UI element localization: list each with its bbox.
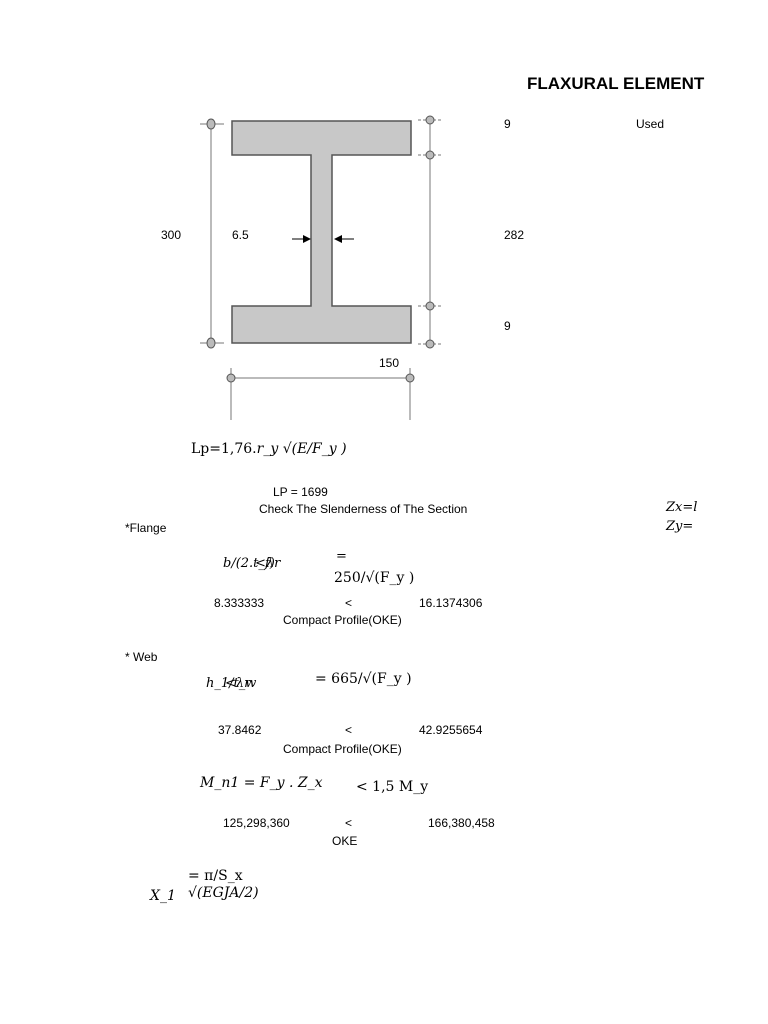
flange-label: *Flange	[125, 521, 167, 535]
web-label: * Web	[125, 650, 158, 664]
flange-ratio-formula: b/(2.t_f)	[223, 556, 275, 571]
page-title: FLAXURAL ELEMENT	[527, 74, 705, 93]
right-dimension-line	[418, 115, 442, 349]
flange-lambda-overlay: <λr	[255, 556, 281, 571]
moment-limit-formula: < 1,5 M_y	[356, 779, 429, 795]
flange-equals-sign: =	[336, 549, 347, 564]
web-lambda-overlay: <λr	[225, 676, 251, 691]
x1-formula-top: = π/S_x	[188, 868, 243, 884]
web-limit-value: 42.9255654	[419, 723, 483, 737]
lp-formula: Lp=1,76.r_y √(E/F_y )	[191, 441, 347, 457]
x1-label: X_1	[150, 888, 176, 904]
web-thickness-label: 6.5	[232, 228, 249, 242]
web-thickness-arrows	[292, 235, 354, 243]
web-compare-op: <	[345, 723, 353, 737]
web-ratio-formula: h_1/t_w	[206, 676, 257, 691]
zx-formula: Zx=l	[666, 500, 698, 515]
lp-value: LP = 1699	[273, 485, 328, 499]
flange-result: Compact Profile(OKE)	[283, 613, 402, 627]
flange-top-thickness-label: 9	[504, 117, 511, 131]
zy-formula: Zy=	[666, 519, 694, 534]
i-beam-section-diagram	[200, 115, 442, 420]
slenderness-heading: Check The Slenderness of The Section	[259, 502, 468, 516]
flange-ratio-value: 8.333333	[214, 596, 265, 610]
lp-formula-lhs: Lp=1,76.	[191, 441, 257, 457]
status-used-label: Used	[636, 117, 665, 131]
moment-formula: M_n1 = F_y . Z_x	[200, 775, 323, 791]
moment-value: 125,298,360	[223, 816, 290, 830]
x1-formula-bottom: √(EGJA/2)	[188, 885, 259, 901]
flange-bottom-thickness-label: 9	[504, 319, 511, 333]
flange-width-dimension-line	[226, 368, 415, 420]
total-height-label: 300	[161, 228, 182, 242]
total-height-dimension-line	[200, 118, 224, 349]
web-result: Compact Profile(OKE)	[283, 742, 402, 756]
i-beam-profile	[231, 120, 412, 344]
flange-compare-op: <	[345, 596, 353, 610]
web-height-label: 282	[504, 228, 525, 242]
web-ratio-value: 37.8462	[218, 723, 262, 737]
moment-limit-value: 166,380,458	[428, 816, 495, 830]
lp-formula-root: √(E/F_y )	[282, 441, 347, 457]
flange-width-label: 150	[379, 356, 400, 370]
web-limit-formula: = 665/√(F_y )	[315, 671, 412, 687]
moment-result: OKE	[332, 834, 358, 848]
flange-limit-value: 16.1374306	[419, 596, 483, 610]
moment-compare-op: <	[345, 816, 353, 830]
flange-limit-formula: 250/√(F_y )	[334, 570, 415, 586]
lp-formula-ry: r_y	[256, 441, 283, 457]
